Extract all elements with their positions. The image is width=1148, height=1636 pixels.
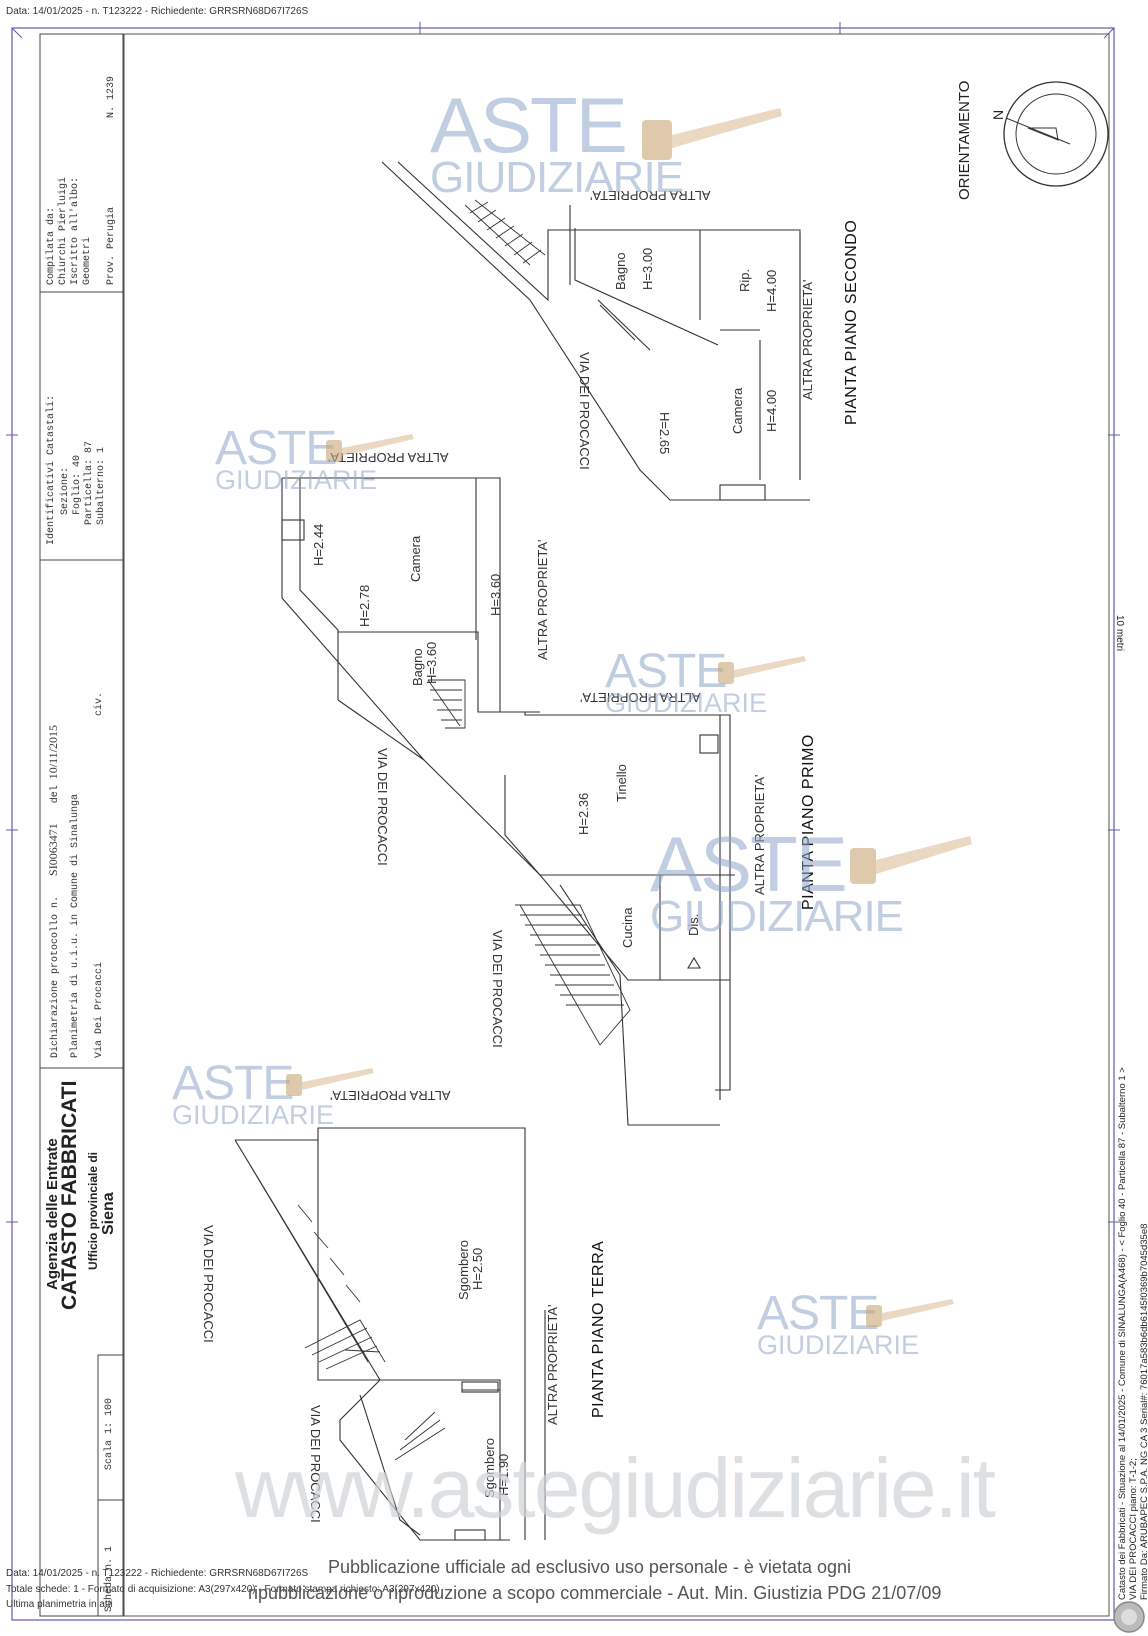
- f1-h244: H=2.44: [311, 523, 326, 566]
- watermark-logo-3: ASTE GIUDIZIARIE: [605, 648, 767, 717]
- f0-title: PIANTA PIANO TERRA: [590, 1240, 607, 1418]
- f1-street-1: VIA DEI PROCACCI: [375, 748, 390, 866]
- gavel-icon-5: [286, 1068, 374, 1096]
- f2-bagno: Bagno: [613, 252, 628, 290]
- seal-icon: [1113, 1601, 1145, 1633]
- f2-camera-h: H=4.00: [764, 389, 779, 432]
- compass-icon: [1003, 81, 1109, 187]
- watermark-url: www.astegiudiziarie.it: [235, 1441, 996, 1535]
- f1-h278: H=2.78: [357, 584, 372, 627]
- watermark-aste-2: ASTE: [215, 422, 337, 475]
- f1-tinello: Tinello: [614, 764, 629, 802]
- f2-h265: H=2.65: [657, 412, 672, 455]
- watermark-giudiziarie: GIUDIZIARIE: [430, 153, 684, 202]
- gavel-icon-2: [326, 434, 414, 462]
- watermark-aste-4: ASTE: [650, 820, 848, 908]
- publication-notice-2: ripubblicazione o riproduzione a scopo c…: [248, 1583, 942, 1603]
- gavel-icon-4: [850, 836, 972, 884]
- f2-title: PIANTA PIANO SECONDO: [843, 219, 860, 425]
- f0-altra-right: ALTRA PROPRIETA': [545, 1304, 560, 1425]
- publication-notice-1: Pubblicazione ufficiale ad esclusivo uso…: [328, 1557, 851, 1577]
- bottom-line-1: Data: 14/01/2025 - n. T123222 - Richiede…: [6, 1568, 309, 1579]
- f2-camera: Camera: [730, 387, 745, 434]
- watermark-giudiziarie-2: GIUDIZIARIE: [215, 465, 378, 495]
- f1-camera: Camera: [408, 535, 423, 582]
- f1-bagno-h: H=3.60: [424, 641, 439, 684]
- watermark-logo-6: ASTE GIUDIZIARIE: [757, 1290, 919, 1359]
- watermark-logo-4: ASTE GIUDIZIARIE: [650, 820, 904, 941]
- side-text-3-value: Firmato Da: ARUBAPEC S.P.A. NG CA 3 Seri…: [1139, 1223, 1148, 1600]
- f2-altra-right: ALTRA PROPRIETA': [800, 279, 815, 400]
- side-text-3: Firmato Da: ARUBAPEC S.P.A. NG CA 3 Seri…: [1134, 1224, 1148, 1600]
- f0-sgombero-1: Sgombero: [456, 1240, 471, 1300]
- watermark-giudiziarie-4: GIUDIZIARIE: [650, 892, 904, 941]
- f1-tinello-h: H=2.36: [576, 792, 591, 835]
- watermark-aste-5: ASTE: [172, 1057, 294, 1110]
- f1-altra-mid: ALTRA PROPRIETA': [535, 539, 550, 660]
- watermark-aste-3: ASTE: [605, 645, 727, 698]
- f1-h360: H=3.60: [488, 573, 503, 616]
- watermark-aste: ASTE: [430, 81, 628, 169]
- gavel-icon-3: [718, 656, 806, 684]
- header-text: Data: 14/01/2025 - n. T123222 - Richiede…: [6, 6, 309, 17]
- watermark-logo-main: ASTE GIUDIZIARIE: [430, 81, 684, 202]
- f1-street-2: VIA DEI PROCACCI: [490, 930, 505, 1048]
- watermark-aste-6: ASTE: [757, 1287, 879, 1340]
- f0-street-1: VIA DEI PROCACCI: [201, 1225, 216, 1343]
- bottom-line-2: Totale schede: 1 - Formato di acquisizio…: [6, 1584, 440, 1595]
- f2-rip-h: H=4.00: [764, 269, 779, 312]
- f2-bagno-h: H=3.00: [640, 247, 655, 290]
- watermark-giudiziarie-6: GIUDIZIARIE: [757, 1330, 920, 1360]
- gavel-icon: [642, 108, 782, 160]
- watermark-giudiziarie-5: GIUDIZIARIE: [172, 1100, 335, 1130]
- f1-bagno: Bagno: [410, 648, 425, 686]
- watermark-logo-5: ASTE GIUDIZIARIE: [172, 1060, 334, 1129]
- watermark-giudiziarie-3: GIUDIZIARIE: [605, 688, 768, 718]
- f1-cucina: Cucina: [620, 907, 635, 948]
- f2-street: VIA DEI PROCACCI: [577, 352, 592, 470]
- f2-rip: Rip.: [737, 268, 752, 292]
- bottom-line-3: Ultima planimetria in atti: [6, 1599, 113, 1610]
- f0-sgombero-1-h: H=2.50: [470, 1247, 485, 1290]
- watermark-logo-2: ASTE GIUDIZIARIE: [215, 425, 377, 494]
- gavel-icon-6: [866, 1299, 954, 1327]
